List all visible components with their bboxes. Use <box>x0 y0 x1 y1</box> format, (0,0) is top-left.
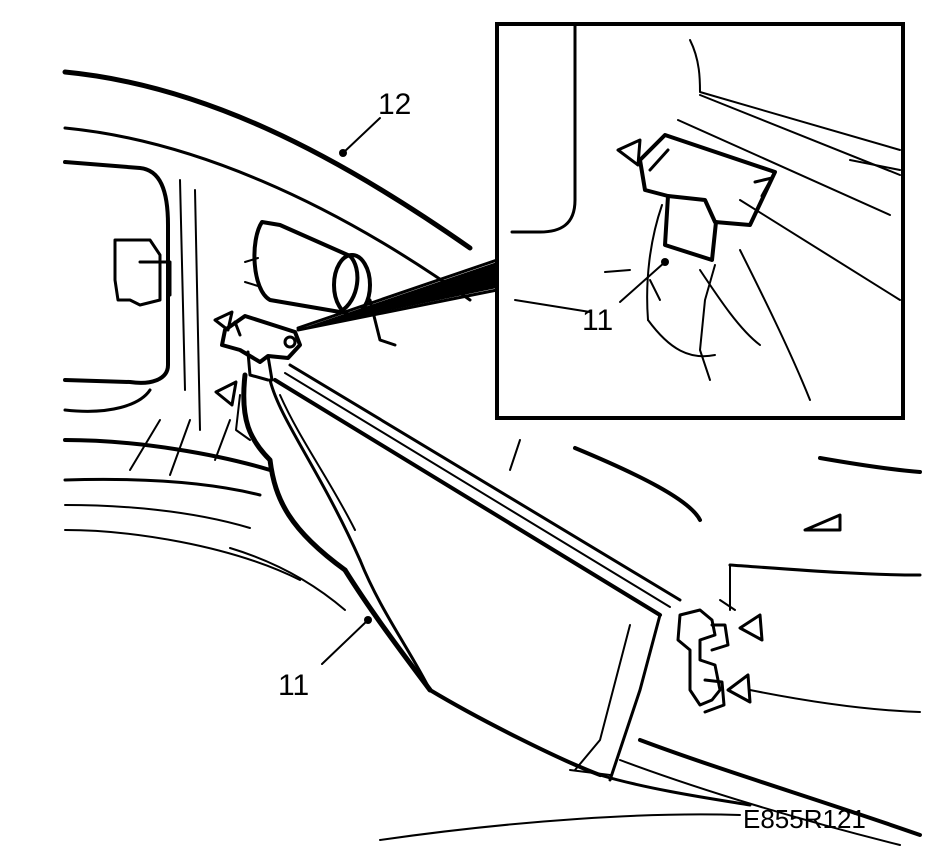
zoom-connector <box>296 258 499 332</box>
callout-11-main: 11 <box>278 669 309 702</box>
figure-code: E855R121 <box>743 804 866 834</box>
arrow-markers <box>213 310 842 704</box>
strap-part-11 <box>235 372 433 693</box>
car-body-outlines <box>62 69 922 846</box>
right-bracket <box>676 564 736 714</box>
inset-detail-panel <box>495 22 905 420</box>
clip-part-11 <box>220 314 302 382</box>
trim-rail <box>273 363 682 782</box>
callout-11-inset: 11 <box>582 304 613 337</box>
leader-lines <box>321 117 381 665</box>
callout-12: 12 <box>378 88 411 121</box>
right-panel-lines <box>509 439 922 713</box>
